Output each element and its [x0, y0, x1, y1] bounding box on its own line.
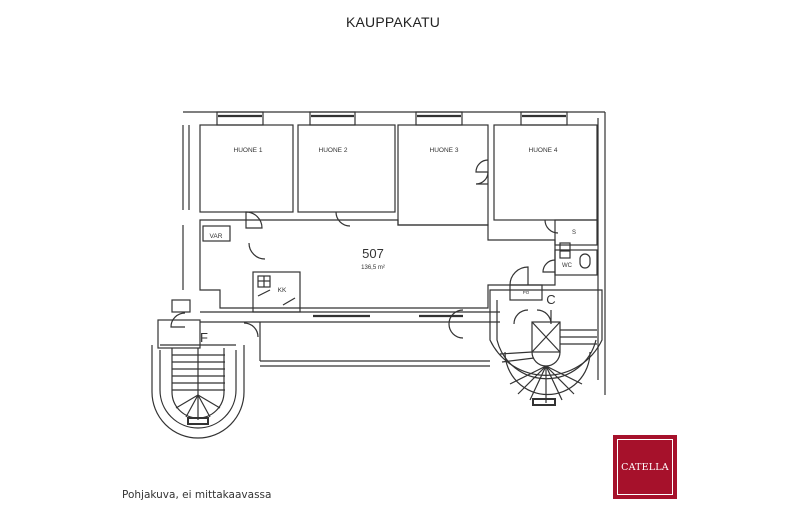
- closet-po: [509, 284, 543, 301]
- label-huone-4: HUONE 4: [529, 147, 558, 154]
- catella-logo: CATELLA: [613, 435, 677, 499]
- label-s: S: [572, 230, 576, 236]
- stairwell-label-c: C: [546, 292, 555, 307]
- label-huone-1: HUONE 1: [234, 147, 263, 154]
- room-huone-2: [297, 124, 396, 213]
- stairwell-label-f: F: [200, 330, 208, 345]
- logo-text: CATELLA: [621, 461, 669, 473]
- kitchenette-kk: [252, 271, 301, 313]
- stairwell-c: [489, 289, 603, 406]
- label-var: VAR: [210, 233, 223, 240]
- logo-frame: CATELLA: [617, 439, 673, 495]
- room-huone-4: [493, 124, 598, 221]
- label-po: PO: [523, 290, 530, 295]
- stairwell-f: [151, 299, 245, 439]
- unit-area: 136,5 m²: [361, 265, 385, 271]
- closet-var: [202, 225, 231, 242]
- room-huone-1: [199, 124, 294, 213]
- unit-number: 507: [362, 246, 384, 261]
- street-name-label: KAUPPAKATU: [345, 14, 441, 30]
- label-kk: KK: [278, 287, 287, 294]
- label-huone-3: HUONE 3: [430, 147, 459, 154]
- room-wc: [554, 249, 598, 276]
- label-wc: WC: [562, 263, 573, 269]
- label-huone-2: HUONE 2: [319, 147, 348, 154]
- caption: Pohjakuva, ei mittakaavassa: [122, 489, 272, 501]
- room-huone-3: [397, 124, 489, 226]
